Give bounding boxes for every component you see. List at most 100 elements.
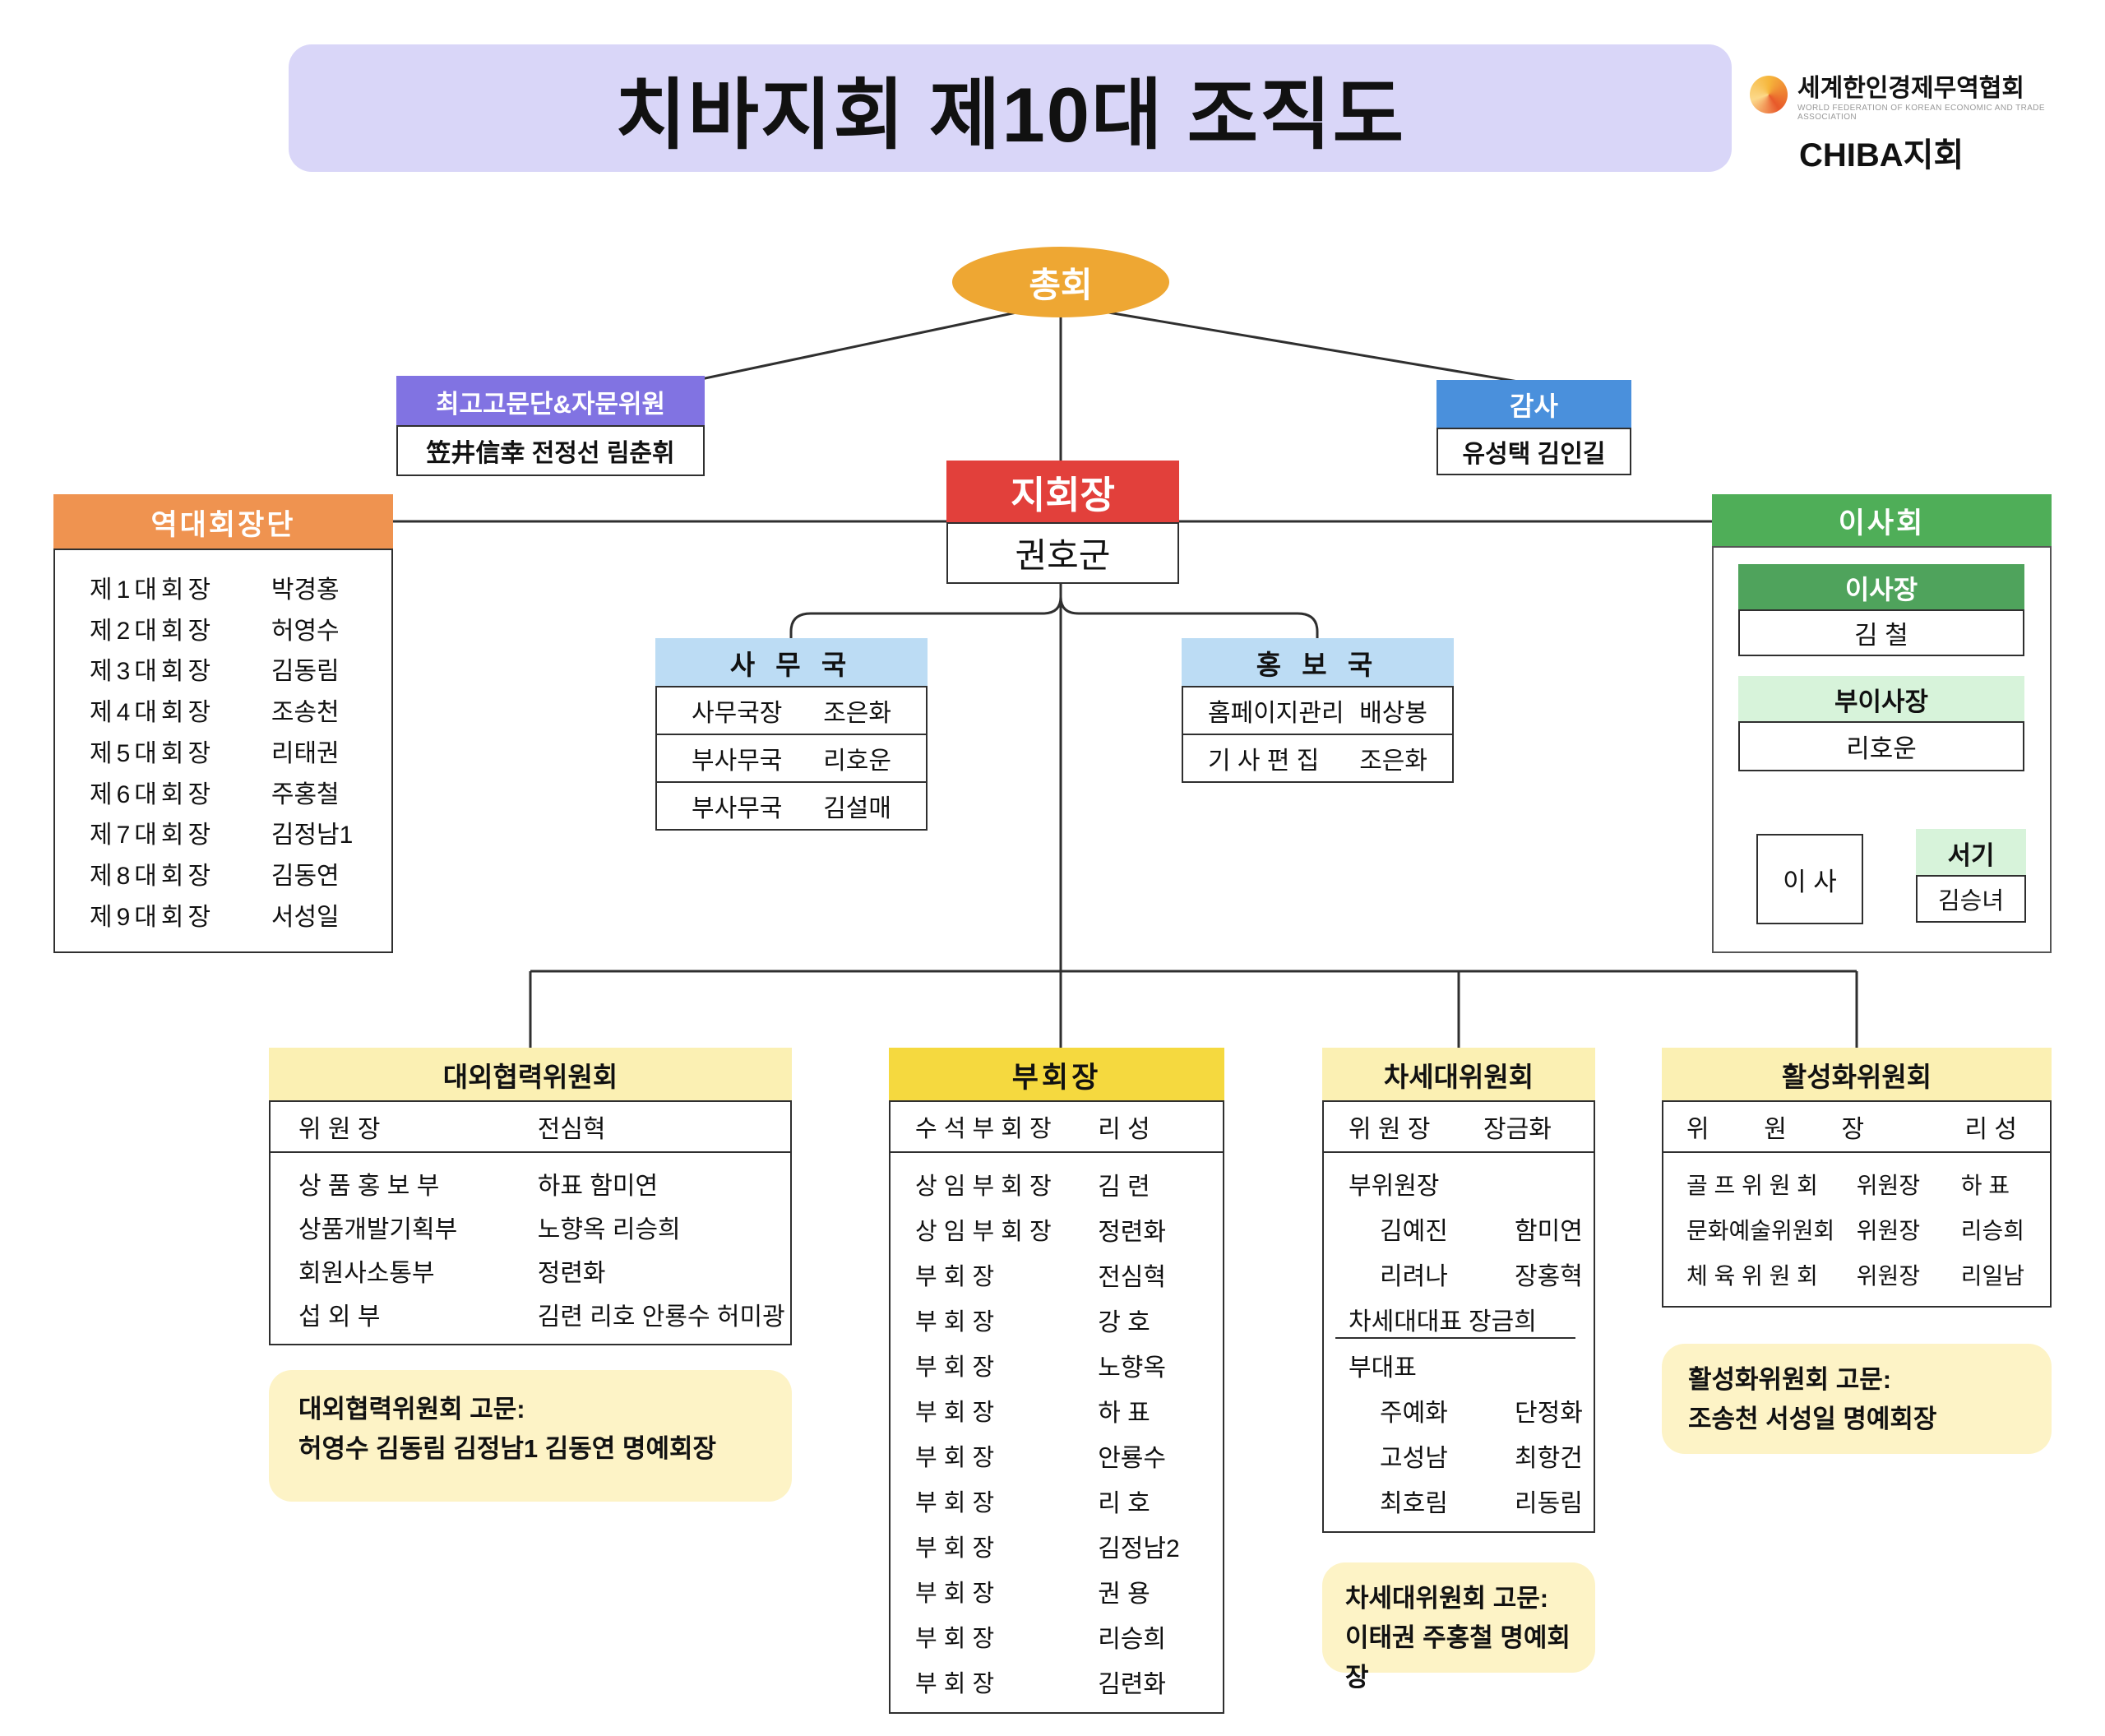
vice-head-row: 수 석 부 회 장 리 성 — [889, 1100, 1224, 1153]
row-name: 함미연 — [1515, 1218, 1583, 1246]
row-mid: 위원장 — [1856, 1172, 1921, 1198]
chairman-name: 권호군 — [946, 522, 1179, 584]
row-role: 부위원장 — [1349, 1173, 1440, 1201]
row-role: 고성남 — [1380, 1444, 1448, 1472]
row-name: 노향옥 — [1098, 1354, 1166, 1382]
row-name: 장금희 — [1469, 1308, 1537, 1336]
row-role: 부 회 장 — [915, 1444, 995, 1471]
row-name: 박경홍 — [271, 576, 340, 604]
row-role: 최호림 — [1380, 1489, 1448, 1517]
row-name: 리 성 — [1098, 1116, 1150, 1143]
committee-row: 부 회 장 전심혁 — [891, 1257, 1223, 1293]
page-title: 치바지회 제10대 조직도 — [289, 44, 1732, 172]
association-name: 세계한인경제무역협회 — [1797, 75, 2024, 102]
row-role: 위 원 장 — [298, 1116, 381, 1143]
committee-row: 상품개발기획부 노향옥 리승희 — [271, 1209, 790, 1245]
board-secretary-title: 서기 — [1916, 829, 2026, 877]
row-label: 제8대회장 — [90, 863, 215, 891]
row-role: 부대표 — [1349, 1354, 1417, 1382]
row-role: 상 임 부 회 장 — [915, 1173, 1052, 1200]
row-role: 섭 외 부 — [298, 1303, 381, 1331]
note-body: 조송천 서성일 명예회장 — [1688, 1405, 1937, 1434]
row-label: 제7대회장 — [90, 822, 215, 849]
row-role: 부 회 장 — [915, 1263, 995, 1290]
row-name: 리 성 — [1964, 1116, 2017, 1143]
note-title: 차세대위원회 고문: — [1345, 1584, 1549, 1613]
secretariat-header: 사 무 국 — [655, 638, 928, 687]
row-name: 김정남2 — [1098, 1535, 1180, 1562]
row-role: 상품개발기획부 — [298, 1215, 458, 1243]
activation-advisors-note: 활성화위원회 고문: 조송천 서성일 명예회장 — [1662, 1344, 2052, 1454]
board-chair-name: 김 철 — [1738, 609, 2024, 656]
row-names: 노향옥 리승희 — [537, 1215, 681, 1243]
row-mid: 위원장 — [1856, 1263, 1921, 1289]
row-label: 제4대회장 — [90, 699, 215, 727]
committee-row: 부 회 장 노향옥 — [891, 1347, 1223, 1383]
row-label: 제3대회장 — [90, 658, 215, 686]
row-role: 사무국장 — [692, 700, 783, 727]
committee-row: 최호림 리동림 — [1324, 1483, 1594, 1519]
committee-row: 부위원장 — [1324, 1165, 1594, 1201]
board-header: 이사회 — [1712, 494, 2052, 548]
committee-row: 부대표 — [1324, 1347, 1594, 1383]
row-name: 서성일 — [271, 904, 340, 931]
row-name: 전심혁 — [537, 1116, 606, 1143]
committee-row: 부 회 장 안룡수 — [891, 1437, 1223, 1474]
row-role: 주예화 — [1380, 1400, 1448, 1428]
row-role: 리려나 — [1380, 1262, 1448, 1290]
nextgen-committee-header: 차세대위원회 — [1322, 1048, 1595, 1102]
row-name: 리 호 — [1098, 1489, 1150, 1517]
nextgen-head-row: 위 원 장 장금화 — [1322, 1100, 1595, 1153]
row-name: 리호운 — [823, 748, 891, 775]
advisors-header: 최고고문단&자문위원 — [396, 376, 705, 427]
activation-head-row: 위 원 장 리 성 — [1662, 1100, 2052, 1153]
committee-row: 섭 외 부 김련 리호 안룡수 허미광 — [271, 1296, 790, 1332]
past-chairman-row: 제7대회장 김정남1 — [55, 814, 391, 850]
row-name: 하 표 — [1098, 1399, 1150, 1427]
vice-chair-header: 부회장 — [889, 1048, 1224, 1102]
nextgen-advisors-note: 차세대위원회 고문: 이태권 주홍철 명예회장 — [1322, 1562, 1595, 1692]
row-role: 부 회 장 — [915, 1354, 995, 1381]
past-chairman-row: 제3대회장 김동림 — [55, 650, 391, 687]
row-role: 위 원 장 — [1686, 1116, 1865, 1143]
note-body: 이태권 주홍철 명예회장 — [1345, 1623, 1571, 1692]
row-role: 부 회 장 — [915, 1580, 995, 1607]
association-subtitle: WORLD FEDERATION OF KOREAN ECONOMIC AND … — [1797, 104, 2045, 122]
row-label: 제9대회장 — [90, 904, 215, 931]
row-name: 김동림 — [271, 658, 340, 686]
row-name: 조송천 — [271, 699, 340, 727]
row-role: 위 원 장 — [1349, 1116, 1431, 1143]
row-name: 권 용 — [1098, 1580, 1150, 1608]
audit-members: 유성택 김인길 — [1436, 428, 1631, 475]
row-name: 김정남1 — [271, 822, 354, 849]
row-name: 강 호 — [1098, 1308, 1150, 1336]
row-role: 부 회 장 — [915, 1399, 995, 1426]
external-head-row: 위 원 장 전심혁 — [269, 1100, 792, 1153]
board-chair-title: 이사장 — [1738, 564, 2024, 611]
row-role: 부사무국 — [692, 795, 783, 822]
row-name: 정련화 — [1098, 1218, 1166, 1246]
row-names: 하표 함미연 — [537, 1172, 659, 1200]
row-name: 리동림 — [1515, 1489, 1583, 1517]
row-name: 안룡수 — [1098, 1444, 1166, 1472]
row-label: 제6대회장 — [90, 780, 215, 808]
row-name: 전심혁 — [1098, 1263, 1166, 1291]
row-names: 김련 리호 안룡수 허미광 — [537, 1303, 785, 1331]
past-chairman-row: 제4대회장 조송천 — [55, 692, 391, 728]
row-name: 장홍혁 — [1515, 1262, 1583, 1290]
